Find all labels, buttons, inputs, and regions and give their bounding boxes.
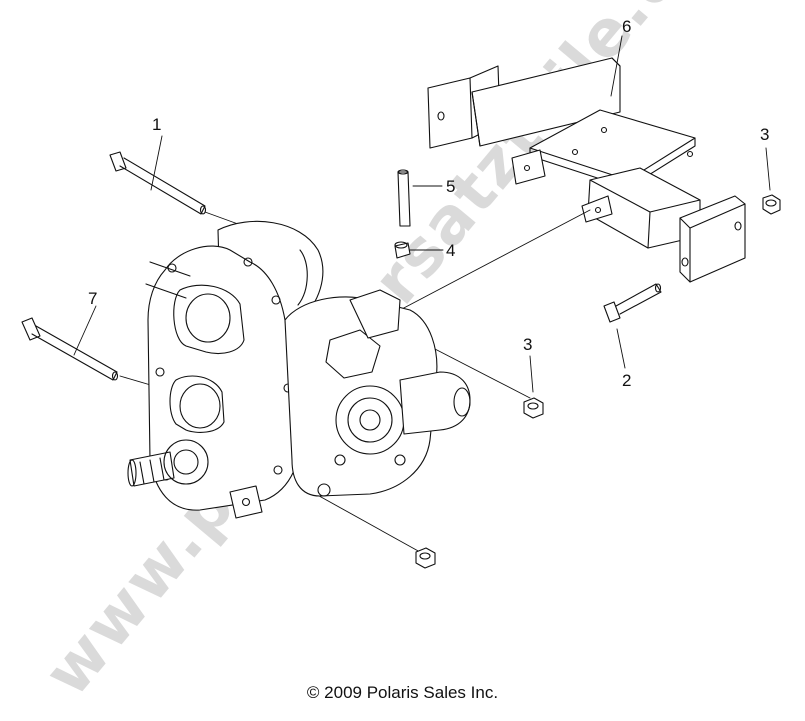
gearcase-transmission xyxy=(127,220,471,519)
bolt-part-2 xyxy=(603,283,662,323)
callout-5: 5 xyxy=(446,177,455,196)
nut-part-3-middle xyxy=(523,397,544,419)
copyright-notice: © 2009 Polaris Sales Inc. xyxy=(306,683,499,702)
callout-3-middle: 3 xyxy=(523,335,532,354)
nut-part-3-lower xyxy=(415,547,436,569)
callout-7: 7 xyxy=(88,289,97,308)
nut-part-3-upper xyxy=(762,194,781,215)
bushing-part-4 xyxy=(394,241,411,259)
callout-1: 1 xyxy=(152,115,161,134)
mounting-bracket-part-6 xyxy=(427,57,746,283)
callout-2: 2 xyxy=(622,371,631,390)
callout-3-upper: 3 xyxy=(760,125,769,144)
bolt-part-1 xyxy=(109,151,207,215)
callout-6: 6 xyxy=(622,17,631,36)
pin-part-5 xyxy=(397,169,411,227)
callout-4: 4 xyxy=(446,241,455,260)
callouts: 1 2 3 3 4 5 6 7 xyxy=(88,17,769,390)
bolt-part-7 xyxy=(21,317,119,381)
leader-lines xyxy=(73,35,771,553)
